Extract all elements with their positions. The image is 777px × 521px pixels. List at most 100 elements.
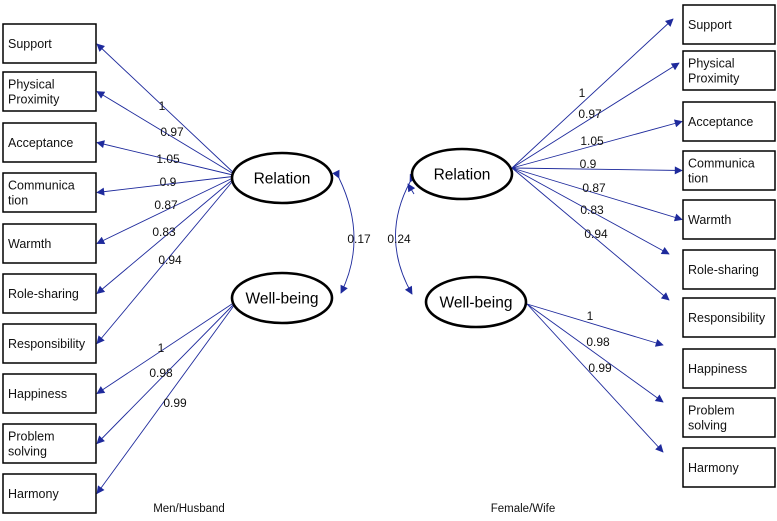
men-indicator-responsibility-box (2, 323, 97, 364)
men-relation-path-acceptance (96, 140, 238, 177)
women-indicator-acceptance-label: Acceptance (688, 115, 753, 129)
men-relation-loading-responsibility: 0.94 (158, 253, 182, 267)
men-indicator-warmth-box (2, 223, 97, 264)
men-indicator-problem-solving-label: Problem (8, 430, 55, 444)
women-indicator-physical-proximity-box (682, 50, 776, 91)
women-relation-path-acceptance (511, 119, 683, 169)
women-covariance-arrow (395, 173, 417, 295)
women-wellbeing-path-happiness (526, 303, 664, 347)
women-relation-loading-physical-proximity: 0.97 (578, 107, 602, 121)
men-wellbeing-loading-problem-solving: 0.98 (149, 366, 173, 380)
women-latent-wellbeing-ellipse (424, 275, 528, 329)
women-relation-loading-responsibility: 0.94 (584, 227, 608, 241)
men-indicator-physical-proximity-label: Physical (8, 78, 55, 92)
women-indicator-harmony-box (682, 447, 776, 488)
men-indicator-support: Support (2, 23, 97, 64)
women-relation-path-communica-tion (511, 166, 683, 175)
women-indicator-role-sharing: Role-sharing (682, 249, 776, 290)
women-indicator-communica-tion-box (682, 150, 776, 191)
men-indicator-harmony-label: Harmony (8, 487, 59, 501)
women-indicator-harmony: Harmony (682, 447, 776, 488)
women-indicator-communica-tion-label: tion (688, 172, 708, 186)
men-latent-wellbeing-label: Well-being (246, 291, 319, 308)
men-wellbeing-path-harmony (96, 299, 239, 495)
men-covariance-arrow (332, 169, 355, 294)
women-indicator-happiness-box (682, 348, 776, 389)
men-wellbeing-path-happiness (96, 299, 239, 394)
men-indicator-acceptance-box (2, 122, 97, 163)
women-indicator-acceptance: Acceptance (682, 101, 776, 142)
men-indicator-physical-proximity-label: Proximity (8, 93, 60, 107)
men-relation-loading-warmth: 0.87 (154, 198, 178, 212)
women-latent-relation-ellipse (410, 147, 514, 201)
men-relation-loading-acceptance: 1.05 (156, 152, 180, 166)
men-indicator-warmth-label: Warmth (8, 237, 51, 251)
men-relation-loading-physical-proximity: 0.97 (160, 125, 184, 139)
men-indicator-support-box (2, 23, 97, 64)
men-caption: Men/Husband (153, 503, 225, 515)
women-relation-path-support (511, 18, 674, 169)
women-covariance-value: 0.24 (387, 232, 411, 246)
men-relation-path-warmth (96, 175, 238, 244)
men-relation-loading-role-sharing: 0.83 (152, 225, 176, 239)
men-wellbeing-path-problem-solving (96, 299, 239, 445)
men-relation-path-role-sharing (96, 175, 238, 295)
women-indicator-physical-proximity-label: Physical (688, 57, 735, 71)
women-wellbeing-path-problem-solving (526, 303, 664, 403)
women-relation-loading-role-sharing: 0.83 (580, 203, 604, 217)
women-indicator-support-box (682, 4, 776, 45)
women-relation-path-role-sharing (511, 167, 670, 255)
men-indicator-problem-solving-box (2, 423, 97, 464)
men-relation-path-physical-proximity (96, 91, 238, 177)
women-indicator-support: Support (682, 4, 776, 45)
men-relation-path-support (96, 43, 238, 177)
men-latent-relation-label: Relation (254, 171, 311, 188)
men-relation-loading-communica-tion: 0.9 (160, 175, 177, 189)
men-indicator-communica-tion-label: tion (8, 194, 28, 208)
men-indicator-happiness: Happiness (2, 373, 97, 414)
women-caption: Female/Wife (491, 503, 556, 515)
men-indicator-happiness-box (2, 373, 97, 414)
men-indicator-communica-tion-box (2, 172, 97, 213)
men-indicator-acceptance-label: Acceptance (8, 136, 73, 150)
women-indicator-responsibility: Responsibility (682, 297, 776, 338)
women-indicator-warmth-box (682, 199, 776, 240)
women-indicator-harmony-label: Harmony (688, 461, 739, 475)
men-indicator-physical-proximity-box (2, 71, 97, 112)
women-relation-path-physical-proximity (511, 62, 680, 169)
men-indicator-responsibility-label: Responsibility (8, 337, 86, 351)
men-latent-relation: Relation (230, 151, 334, 205)
men-indicator-role-sharing-box (2, 273, 97, 314)
women-relation-loading-support: 1 (579, 86, 586, 100)
women-indicator-warmth-label: Warmth (688, 213, 731, 227)
men-indicator-warmth: Warmth (2, 223, 97, 264)
women-indicator-problem-solving-box (682, 397, 776, 438)
women-indicator-role-sharing-box (682, 249, 776, 290)
women-indicator-problem-solving-label: solving (688, 419, 727, 433)
women-indicator-acceptance-box (682, 101, 776, 142)
women-relation-path-warmth (511, 167, 683, 222)
women-indicator-responsibility-label: Responsibility (688, 311, 766, 325)
women-latent-wellbeing-label: Well-being (440, 295, 513, 312)
women-indicator-responsibility-box (682, 297, 776, 338)
women-wellbeing-loading-harmony: 0.99 (588, 361, 612, 375)
men-indicator-acceptance: Acceptance (2, 122, 97, 163)
women-relation-in-arrow (407, 183, 416, 195)
women-indicator-happiness: Happiness (682, 348, 776, 389)
women-latent-wellbeing: Well-being (424, 275, 528, 329)
men-wellbeing-loading-harmony: 0.99 (163, 396, 187, 410)
men-indicator-happiness-label: Happiness (8, 387, 67, 401)
women-indicator-support-label: Support (688, 18, 732, 32)
men-indicator-harmony: Harmony (2, 473, 97, 514)
women-indicator-happiness-label: Happiness (688, 362, 747, 376)
women-indicator-problem-solving-label: Problem (688, 404, 735, 418)
women-indicator-warmth: Warmth (682, 199, 776, 240)
women-latent-relation: Relation (410, 147, 514, 201)
women-indicator-role-sharing-label: Role-sharing (688, 263, 759, 277)
women-relation-loading-acceptance: 1.05 (580, 134, 604, 148)
